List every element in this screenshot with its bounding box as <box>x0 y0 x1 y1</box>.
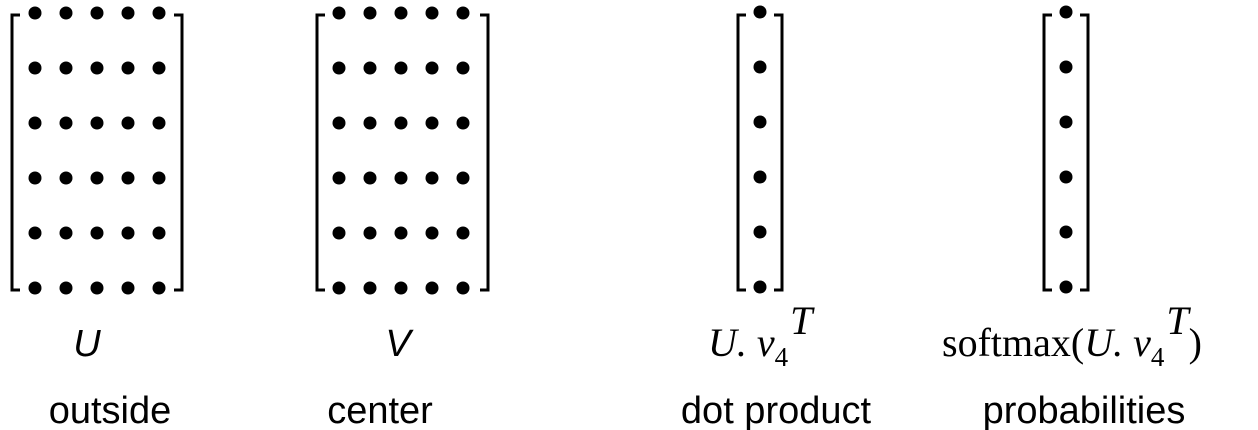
vector-probabilities-entries <box>1059 5 1073 294</box>
outside-entry-3-0 <box>28 171 42 185</box>
outside-entry-3-4 <box>152 171 166 185</box>
vector-probabilities-right-bracket <box>1080 13 1090 292</box>
center-entry-4-0 <box>332 226 346 240</box>
dot-product-entry-1-0 <box>753 60 767 74</box>
matrix-center: V center <box>315 6 490 430</box>
outside-entry-0-4 <box>152 6 166 20</box>
center-entry-4-3 <box>425 226 439 240</box>
outside-entry-5-4 <box>152 281 166 295</box>
outside-entry-4-1 <box>59 226 73 240</box>
dot-product-entry-3-0 <box>753 170 767 184</box>
outside-entry-3-1 <box>59 171 73 185</box>
center-entry-4-4 <box>456 226 470 240</box>
center-entry-2-1 <box>363 116 377 130</box>
outside-entry-2-4 <box>152 116 166 130</box>
matrix-center-caption: center <box>327 390 433 430</box>
probabilities-entry-5-0 <box>1059 280 1073 294</box>
center-entry-3-2 <box>394 171 408 185</box>
center-entry-5-1 <box>363 281 377 295</box>
outside-entry-2-1 <box>59 116 73 130</box>
outside-entry-4-4 <box>152 226 166 240</box>
vector-probabilities: softmax(U. v4T) probabilities <box>942 5 1202 430</box>
center-entry-1-3 <box>425 61 439 75</box>
outside-entry-4-2 <box>90 226 104 240</box>
matrix-outside-entries <box>28 6 166 295</box>
center-entry-3-3 <box>425 171 439 185</box>
outside-entry-5-2 <box>90 281 104 295</box>
outside-entry-1-1 <box>59 61 73 75</box>
outside-entry-0-2 <box>90 6 104 20</box>
probabilities-entry-2-0 <box>1059 115 1073 129</box>
outside-entry-3-3 <box>121 171 135 185</box>
outside-entry-2-2 <box>90 116 104 130</box>
center-entry-3-1 <box>363 171 377 185</box>
center-entry-4-2 <box>394 226 408 240</box>
center-entry-1-2 <box>394 61 408 75</box>
outside-entry-4-0 <box>28 226 42 240</box>
outside-entry-5-0 <box>28 281 42 295</box>
center-entry-0-3 <box>425 6 439 20</box>
matrix-center-symbol: V <box>385 323 414 365</box>
center-entry-1-1 <box>363 61 377 75</box>
center-entry-2-4 <box>456 116 470 130</box>
outside-entry-2-3 <box>121 116 135 130</box>
vector-dot-product: U. v4T dot product <box>681 5 872 430</box>
dot-product-entry-0-0 <box>753 5 767 19</box>
outside-entry-1-3 <box>121 61 135 75</box>
center-entry-2-3 <box>425 116 439 130</box>
vector-probabilities-symbol: softmax(U. v4T) <box>942 298 1202 372</box>
vector-dot-product-left-bracket <box>736 13 746 292</box>
vector-probabilities-caption: probabilities <box>983 390 1186 430</box>
probabilities-entry-3-0 <box>1059 170 1073 184</box>
outside-entry-5-3 <box>121 281 135 295</box>
matrix-center-left-bracket <box>315 13 325 292</box>
probabilities-entry-1-0 <box>1059 60 1073 74</box>
outside-entry-4-3 <box>121 226 135 240</box>
center-entry-5-0 <box>332 281 346 295</box>
matrix-outside-left-bracket <box>10 13 20 292</box>
center-entry-1-0 <box>332 61 346 75</box>
center-entry-2-0 <box>332 116 346 130</box>
matrix-outside: U outside <box>10 6 184 430</box>
outside-entry-2-0 <box>28 116 42 130</box>
matrix-outside-caption: outside <box>49 390 172 430</box>
vector-probabilities-left-bracket <box>1042 13 1052 292</box>
dot-product-entry-4-0 <box>753 225 767 239</box>
vector-dot-product-symbol: U. v4T <box>708 298 815 372</box>
probabilities-entry-0-0 <box>1059 5 1073 19</box>
center-entry-0-1 <box>363 6 377 20</box>
center-entry-3-0 <box>332 171 346 185</box>
center-entry-0-4 <box>456 6 470 20</box>
outside-entry-1-0 <box>28 61 42 75</box>
matrix-outside-symbol: U <box>73 323 101 365</box>
outside-entry-0-0 <box>28 6 42 20</box>
center-entry-4-1 <box>363 226 377 240</box>
center-entry-5-3 <box>425 281 439 295</box>
vector-dot-product-caption: dot product <box>681 390 872 430</box>
center-entry-3-4 <box>456 171 470 185</box>
matrix-center-right-bracket <box>480 13 490 292</box>
center-entry-5-4 <box>456 281 470 295</box>
center-entry-0-0 <box>332 6 346 20</box>
center-entry-0-2 <box>394 6 408 20</box>
vector-dot-product-entries <box>753 5 767 294</box>
outside-entry-5-1 <box>59 281 73 295</box>
outside-entry-1-4 <box>152 61 166 75</box>
dot-product-entry-5-0 <box>753 280 767 294</box>
outside-entry-0-1 <box>59 6 73 20</box>
vector-dot-product-right-bracket <box>774 13 784 292</box>
outside-entry-3-2 <box>90 171 104 185</box>
center-entry-2-2 <box>394 116 408 130</box>
matrix-center-entries <box>332 6 470 295</box>
outside-entry-1-2 <box>90 61 104 75</box>
probabilities-entry-4-0 <box>1059 225 1073 239</box>
dot-product-entry-2-0 <box>753 115 767 129</box>
matrix-outside-right-bracket <box>174 13 184 292</box>
center-entry-1-4 <box>456 61 470 75</box>
outside-entry-0-3 <box>121 6 135 20</box>
center-entry-5-2 <box>394 281 408 295</box>
